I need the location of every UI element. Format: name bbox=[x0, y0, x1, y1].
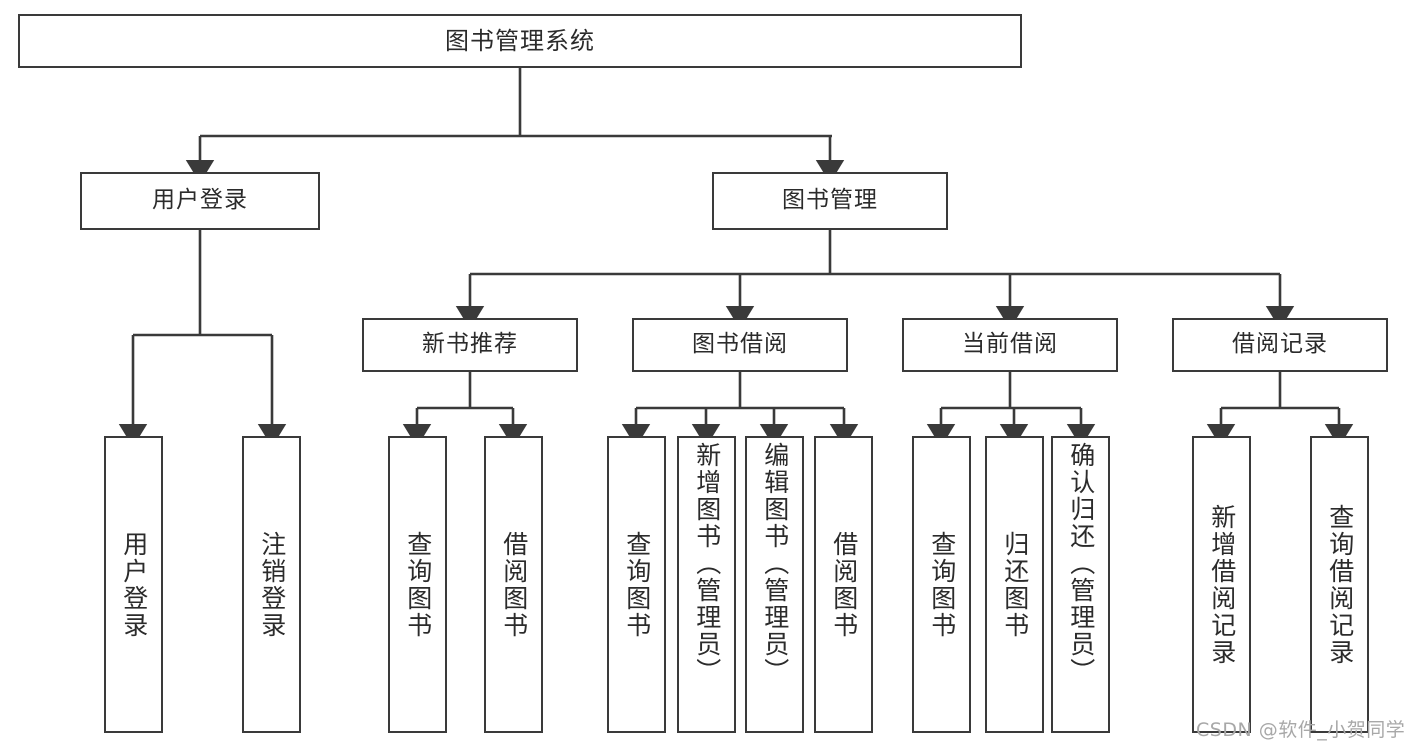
node-borrow-record[interactable]: 借阅记录 bbox=[1172, 318, 1388, 372]
node-book-manage[interactable]: 图书管理 bbox=[712, 172, 948, 230]
node-leaf-borrow-book-2[interactable]: 借阅图书 bbox=[814, 436, 873, 733]
watermark-text: CSDN @软件_小贺同学 bbox=[1196, 719, 1405, 741]
node-current-borrow-label: 当前借阅 bbox=[962, 331, 1058, 358]
node-leaf-edit-book[interactable]: 编辑图书（管理员） bbox=[745, 436, 804, 733]
node-leaf-borrow-book-2-label: 借阅图书 bbox=[829, 530, 859, 639]
node-leaf-user-login-label: 用户登录 bbox=[119, 530, 149, 639]
node-leaf-user-logout[interactable]: 注销登录 bbox=[242, 436, 301, 733]
node-leaf-edit-book-label: 编辑图书（管理员） bbox=[760, 442, 790, 685]
node-leaf-query-book-2-label: 查询图书 bbox=[622, 530, 652, 639]
node-leaf-query-book-3[interactable]: 查询图书 bbox=[912, 436, 971, 733]
node-leaf-add-book[interactable]: 新增图书（管理员） bbox=[677, 436, 736, 733]
node-leaf-confirm-return-label: 确认归还（管理员） bbox=[1066, 442, 1096, 685]
node-leaf-query-record[interactable]: 查询借阅记录 bbox=[1310, 436, 1369, 733]
node-leaf-query-record-label: 查询借阅记录 bbox=[1325, 503, 1355, 666]
node-user-login-label: 用户登录 bbox=[152, 187, 248, 214]
node-leaf-query-book-3-label: 查询图书 bbox=[927, 530, 957, 639]
node-book-manage-label: 图书管理 bbox=[782, 187, 878, 214]
node-book-borrow-label: 图书借阅 bbox=[692, 331, 788, 358]
node-new-book-rec-label: 新书推荐 bbox=[422, 331, 518, 358]
node-leaf-query-book-1[interactable]: 查询图书 bbox=[388, 436, 447, 733]
node-root-label: 图书管理系统 bbox=[445, 26, 595, 55]
node-leaf-confirm-return[interactable]: 确认归还（管理员） bbox=[1051, 436, 1110, 733]
node-leaf-add-record-label: 新增借阅记录 bbox=[1207, 503, 1237, 666]
node-user-login[interactable]: 用户登录 bbox=[80, 172, 320, 230]
node-leaf-query-book-1-label: 查询图书 bbox=[403, 530, 433, 639]
node-book-borrow[interactable]: 图书借阅 bbox=[632, 318, 848, 372]
node-leaf-query-book-2[interactable]: 查询图书 bbox=[607, 436, 666, 733]
node-leaf-return-book-label: 归还图书 bbox=[1000, 530, 1030, 639]
node-borrow-record-label: 借阅记录 bbox=[1232, 331, 1328, 358]
node-leaf-return-book[interactable]: 归还图书 bbox=[985, 436, 1044, 733]
node-leaf-add-record[interactable]: 新增借阅记录 bbox=[1192, 436, 1251, 733]
node-leaf-user-logout-label: 注销登录 bbox=[257, 530, 287, 639]
node-leaf-borrow-book-1-label: 借阅图书 bbox=[499, 530, 529, 639]
node-root[interactable]: 图书管理系统 bbox=[18, 14, 1022, 68]
node-current-borrow[interactable]: 当前借阅 bbox=[902, 318, 1118, 372]
node-new-book-rec[interactable]: 新书推荐 bbox=[362, 318, 578, 372]
node-leaf-add-book-label: 新增图书（管理员） bbox=[692, 442, 722, 685]
node-leaf-user-login[interactable]: 用户登录 bbox=[104, 436, 163, 733]
node-leaf-borrow-book-1[interactable]: 借阅图书 bbox=[484, 436, 543, 733]
